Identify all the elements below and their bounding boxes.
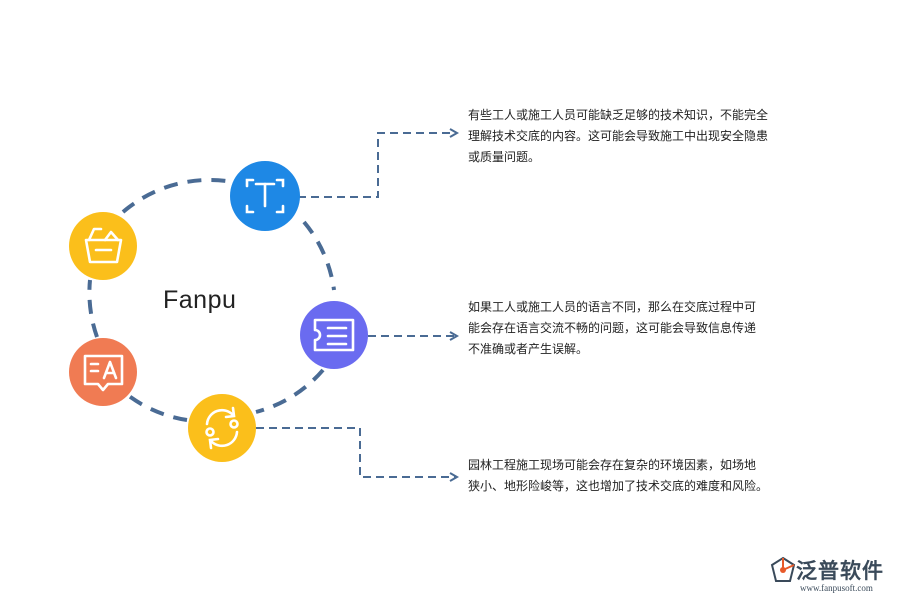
note-line: 园林工程施工现场可能会存在复杂的环境因素，如场地: [468, 458, 757, 472]
note-line: 如果工人或施工人员的语言不同，那么在交底过程中可: [468, 300, 757, 314]
exchange-arrows-icon: [205, 406, 239, 450]
note-line: 理解技术交底的内容。这可能会导致施工中出现安全隐患: [468, 129, 769, 143]
arrowhead-3: [449, 472, 460, 482]
connector-arrows: [449, 128, 460, 482]
node-basket: [69, 212, 137, 280]
note-environment: 园林工程施工现场可能会存在复杂的环境因素，如场地 狭小、地形险峻等，这也增加了技…: [468, 455, 773, 497]
node-list-card: [300, 301, 368, 369]
connectors: [256, 132, 455, 478]
note-language: 如果工人或施工人员的语言不同，那么在交底过程中可 能会存在语言交流不畅的问题，这…: [468, 297, 773, 360]
arrowhead-1: [449, 128, 460, 138]
node-translate: [69, 338, 137, 406]
connector-1: [298, 132, 455, 198]
node-exchange: [188, 394, 256, 462]
center-label: Fanpu: [163, 286, 237, 314]
arrowhead-2: [449, 331, 460, 341]
ring: [87, 177, 336, 422]
logo-mark-icon: [770, 556, 796, 582]
note-line: 能会存在语言交流不畅的问题，这可能会导致信息传递: [468, 321, 757, 335]
note-line: 或质量问题。: [468, 150, 541, 164]
brand-logo: 泛普软件 www.fanpusoft.com: [768, 553, 893, 598]
basket-icon: [84, 227, 123, 264]
text-frame-icon: [245, 178, 285, 214]
list-card-icon: [313, 318, 355, 352]
node-text-recognition: [230, 161, 300, 231]
note-knowledge: 有些工人或施工人员可能缺乏足够的技术知识，不能完全 理解技术交底的内容。这可能会…: [468, 105, 773, 168]
note-line: 不准确或者产生误解。: [468, 342, 589, 356]
note-line: 有些工人或施工人员可能缺乏足够的技术知识，不能完全: [468, 108, 769, 122]
translate-chat-icon: [83, 354, 124, 392]
connector-3: [256, 427, 455, 478]
note-line: 狭小、地形险峻等，这也增加了技术交底的难度和风险。: [468, 479, 769, 493]
logo-name: 泛普软件: [796, 559, 884, 583]
logo-url: www.fanpusoft.com: [800, 583, 873, 593]
